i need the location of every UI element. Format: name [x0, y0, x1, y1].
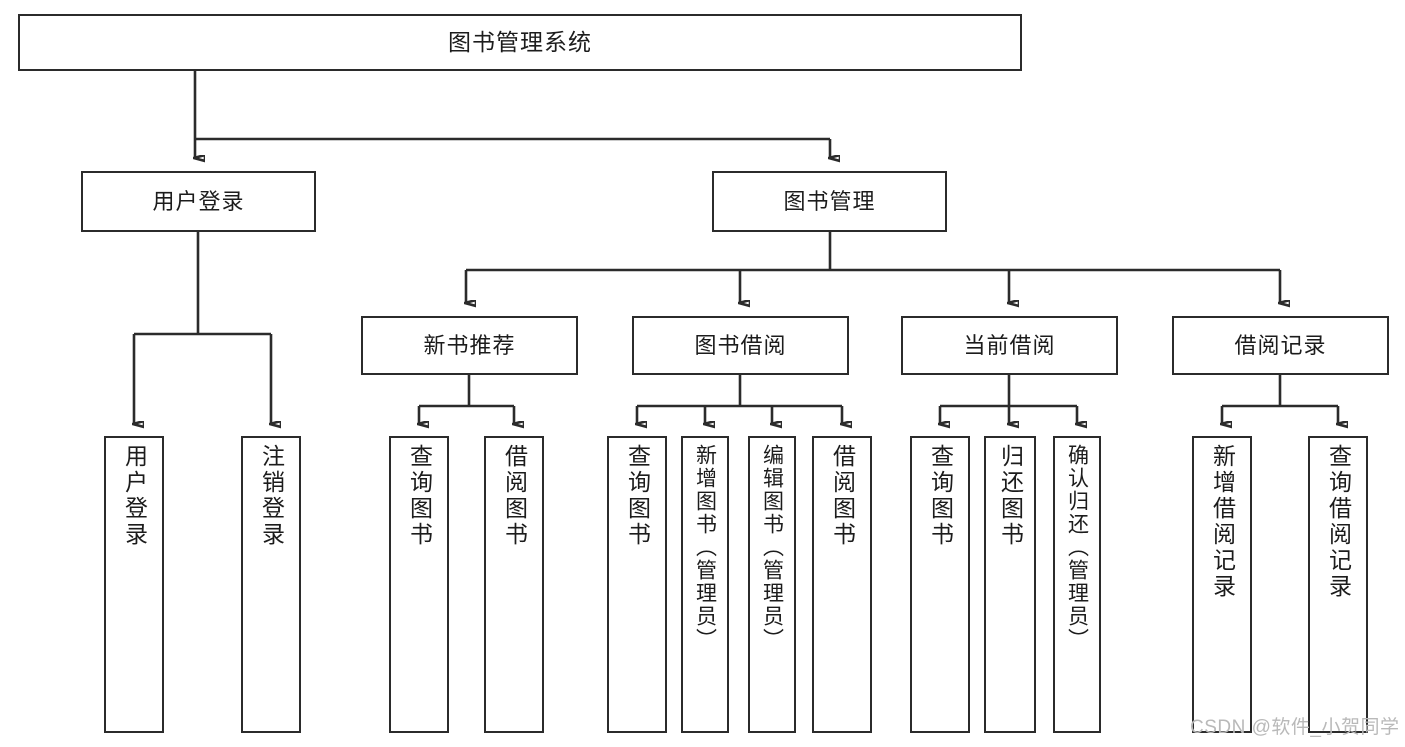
leaf-query-book-current[interactable]: 查询图书 [910, 436, 970, 733]
leaf-user-login[interactable]: 用户登录 [104, 436, 164, 733]
csdn-watermark: CSDN @软件_小贺同学 [1190, 717, 1400, 738]
leaf-confirm-return-admin[interactable]: 确认归还（管理员） [1053, 436, 1101, 733]
node-root[interactable]: 图书管理系统 [18, 14, 1022, 71]
leaf-borrow-book-recommend-label: 借阅图书 [501, 444, 528, 548]
node-borrow-record-label: 借阅记录 [1234, 332, 1327, 358]
leaf-query-book-current-label: 查询图书 [927, 444, 954, 548]
leaf-add-borrow-record[interactable]: 新增借阅记录 [1192, 436, 1252, 733]
leaf-add-book-admin-label: 新增图书（管理员） [693, 444, 717, 651]
node-new-book-recommend[interactable]: 新书推荐 [361, 316, 578, 375]
node-current-borrow[interactable]: 当前借阅 [901, 316, 1118, 375]
leaf-return-book-label: 归还图书 [997, 444, 1024, 548]
leaf-confirm-return-admin-label: 确认归还（管理员） [1065, 444, 1089, 651]
node-root-label: 图书管理系统 [448, 28, 592, 55]
leaf-borrow-book-recommend[interactable]: 借阅图书 [484, 436, 544, 733]
leaf-query-book-recommend-label: 查询图书 [406, 444, 433, 548]
leaf-query-borrow-record-label: 查询借阅记录 [1325, 444, 1352, 600]
leaf-query-borrow-record[interactable]: 查询借阅记录 [1308, 436, 1368, 733]
leaf-query-book-recommend[interactable]: 查询图书 [389, 436, 449, 733]
leaf-user-logout-label: 注销登录 [258, 444, 285, 548]
node-user-login-label: 用户登录 [152, 188, 245, 214]
node-borrow-record[interactable]: 借阅记录 [1172, 316, 1389, 375]
leaf-user-logout[interactable]: 注销登录 [241, 436, 301, 733]
leaf-query-book-borrow-label: 查询图书 [624, 444, 651, 548]
leaf-add-borrow-record-label: 新增借阅记录 [1209, 444, 1236, 600]
node-current-borrow-label: 当前借阅 [963, 332, 1056, 358]
leaf-edit-book-admin-label: 编辑图书（管理员） [760, 444, 784, 651]
leaf-return-book[interactable]: 归还图书 [984, 436, 1036, 733]
leaf-query-book-borrow[interactable]: 查询图书 [607, 436, 667, 733]
leaf-add-book-admin[interactable]: 新增图书（管理员） [681, 436, 729, 733]
node-book-borrow-label: 图书借阅 [694, 332, 787, 358]
node-book-management[interactable]: 图书管理 [712, 171, 947, 232]
node-book-borrow[interactable]: 图书借阅 [632, 316, 849, 375]
node-user-login[interactable]: 用户登录 [81, 171, 316, 232]
leaf-borrow-book[interactable]: 借阅图书 [812, 436, 872, 733]
leaf-user-login-label: 用户登录 [121, 444, 148, 548]
node-book-management-label: 图书管理 [783, 188, 876, 214]
node-new-book-recommend-label: 新书推荐 [423, 332, 516, 358]
leaf-borrow-book-label: 借阅图书 [829, 444, 856, 548]
leaf-edit-book-admin[interactable]: 编辑图书（管理员） [748, 436, 796, 733]
